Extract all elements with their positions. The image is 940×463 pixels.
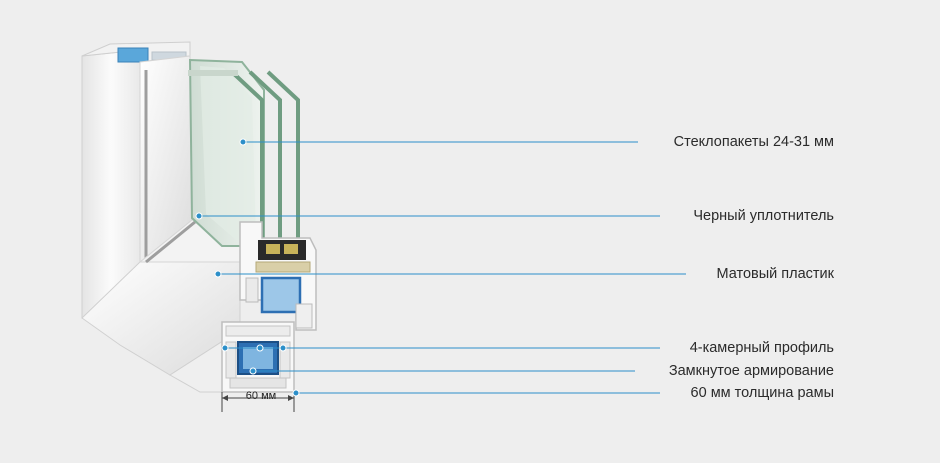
callout-black-seal: Черный уплотнитель (693, 208, 834, 224)
callout-matte-plastic: Матовый пластик (716, 266, 835, 282)
leader-lines (195, 138, 686, 397)
window-profile (81, 41, 317, 412)
callout-frame-thickness: 60 мм толщина рамы (690, 385, 834, 401)
reinforcement-top (117, 47, 149, 63)
sash-chamber (260, 276, 302, 314)
seal-black (258, 240, 306, 260)
dimension-label: 60 мм (245, 390, 277, 402)
glass-pane-3 (248, 70, 282, 246)
glass-pane-4 (266, 70, 300, 246)
callout-closed-reinforcement: Замкнутое армирование (668, 363, 834, 379)
sash-profile-cut (239, 221, 317, 331)
glass-unit (188, 58, 300, 247)
frame-profile-cut (221, 321, 295, 393)
callout-glass-units: Стеклопакеты 24-31 мм (673, 134, 834, 150)
callout-4-chamber-profile: 4-камерный профиль (689, 340, 834, 356)
glass-pane-2 (230, 70, 264, 246)
